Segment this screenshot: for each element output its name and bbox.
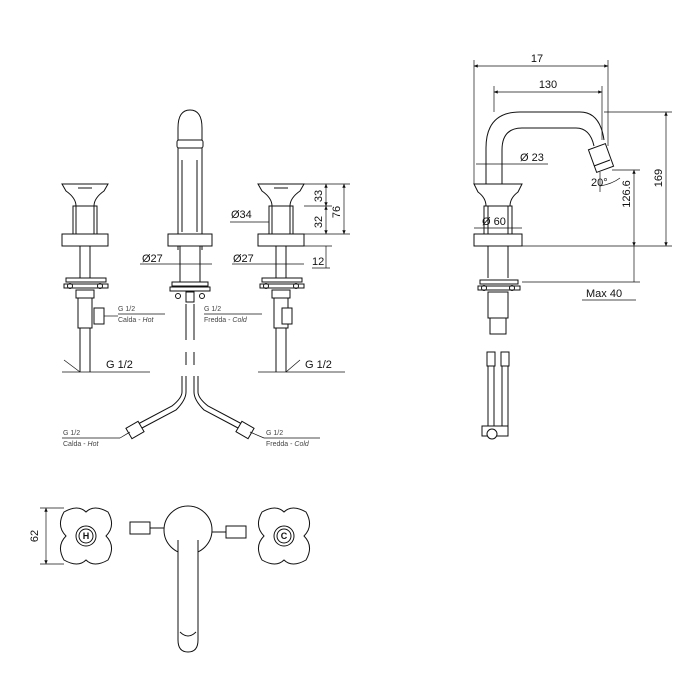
- dim-height-126: 126.6: [621, 180, 633, 208]
- top-view: [40, 505, 310, 653]
- hose-hot-thread: G 1/2: [63, 430, 80, 437]
- front-view: [61, 109, 350, 373]
- dim-thread-left: G 1/2: [106, 359, 133, 371]
- dim-max-40: Max 40: [586, 288, 622, 300]
- cold-connection-label: Fredda - Cold: [204, 317, 248, 324]
- side-dimension-lines: [473, 60, 672, 301]
- dim-thread-right: G 1/2: [305, 359, 332, 371]
- dim-d27-spout: Ø27: [142, 253, 163, 265]
- hose-cold-label: Fredda - Cold: [266, 441, 310, 448]
- cold-indicator-c: C: [281, 531, 288, 541]
- front-dimension-lines: [62, 183, 350, 373]
- side-view: [473, 60, 672, 440]
- dim-d34: Ø34: [231, 209, 252, 221]
- spout-front: [167, 109, 213, 365]
- hot-connection-label: Calda - Hot: [118, 317, 154, 324]
- dim-width-17: 17: [531, 53, 543, 65]
- hose-cold-thread: G 1/2: [266, 430, 283, 437]
- dim-angle-20: 20°: [591, 177, 608, 189]
- cold-valve-front: [257, 183, 305, 372]
- dim-height-32: 32: [313, 216, 325, 228]
- spout-arm-top: [177, 540, 199, 653]
- dim-height-169: 169: [653, 169, 665, 187]
- hot-thread-label: G 1/2: [118, 306, 135, 313]
- hot-valve-front: [61, 183, 109, 372]
- hot-indicator-h: H: [83, 531, 90, 541]
- cold-thread-label: G 1/2: [204, 306, 221, 313]
- dim-height-12: 12: [312, 256, 324, 268]
- dim-height-33: 33: [313, 190, 325, 202]
- dim-reach-130: 130: [539, 79, 557, 91]
- dim-62: 62: [29, 530, 41, 542]
- hose-hot-label: Calda - Hot: [63, 441, 99, 448]
- dim-d27-right: Ø27: [233, 253, 254, 265]
- dim-d23: Ø 23: [520, 152, 544, 164]
- flexible-hoses: [62, 376, 320, 440]
- dim-height-76: 76: [331, 206, 343, 218]
- dim-d60: Ø 60: [482, 216, 506, 228]
